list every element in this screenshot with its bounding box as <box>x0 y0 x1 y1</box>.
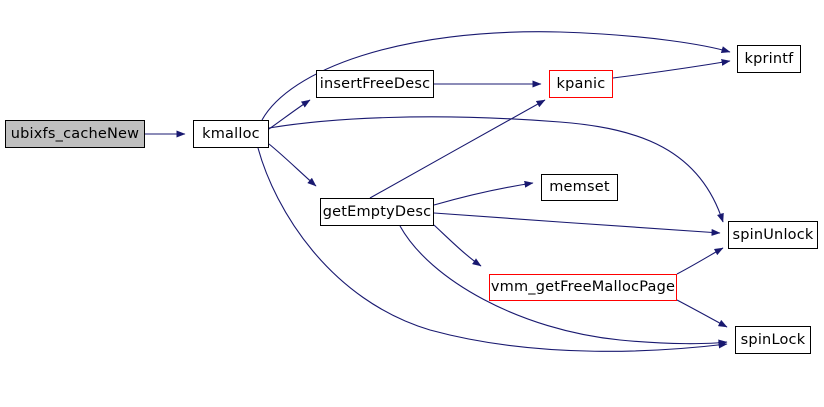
node-label-spinLock: spinLock <box>740 331 806 348</box>
node-spinLock[interactable]: spinLock <box>735 326 811 354</box>
node-insertFreeDesc[interactable]: insertFreeDesc <box>316 70 434 98</box>
node-label-ubixfs_cacheNew: ubixfs_cacheNew <box>10 125 140 142</box>
node-spinUnlock[interactable]: spinUnlock <box>728 221 818 249</box>
node-label-kprintf: kprintf <box>744 50 794 67</box>
edge-getEmptyDesc-to-vmm_getFreeMallocPage <box>433 224 482 267</box>
node-memset[interactable]: memset <box>541 174 618 201</box>
node-kpanic[interactable]: kpanic <box>549 70 613 98</box>
edge-kmalloc-to-getEmptyDesc <box>268 143 317 187</box>
node-kprintf[interactable]: kprintf <box>737 45 801 73</box>
edge-vmm_getFreeMallocPage-to-spinLock <box>676 299 728 328</box>
edge-kmalloc-to-kpanic <box>268 116 724 223</box>
node-kmalloc[interactable]: kmalloc <box>193 120 269 148</box>
edge-vmm_getFreeMallocPage-to-spinUnlock <box>676 247 724 275</box>
node-ubixfs_cacheNew[interactable]: ubixfs_cacheNew <box>5 120 145 148</box>
node-label-vmm_getFreeMallocPage: vmm_getFreeMallocPage <box>490 279 676 296</box>
edge-getEmptyDesc-to-spinLock <box>399 225 728 347</box>
node-label-getEmptyDesc: getEmptyDesc <box>322 203 432 220</box>
edge-kmalloc-to-spinLock <box>257 147 728 352</box>
node-label-kpanic: kpanic <box>556 75 606 92</box>
node-label-insertFreeDesc: insertFreeDesc <box>319 75 431 92</box>
edge-getEmptyDesc-to-kpanic <box>369 99 546 199</box>
edge-getEmptyDesc-to-memset <box>433 180 534 206</box>
node-vmm_getFreeMallocPage[interactable]: vmm_getFreeMallocPage <box>489 274 677 301</box>
node-getEmptyDesc[interactable]: getEmptyDesc <box>320 198 434 226</box>
node-label-memset: memset <box>549 179 610 196</box>
node-label-spinUnlock: spinUnlock <box>732 226 814 243</box>
edge-kmalloc-to-kprintf <box>261 31 731 121</box>
edge-kpanic-to-kprintf <box>612 58 731 79</box>
edge-getEmptyDesc-to-spinUnlock <box>433 212 721 236</box>
edge-kmalloc-to-insertFreeDesc <box>268 99 311 130</box>
node-label-kmalloc: kmalloc <box>202 125 260 142</box>
